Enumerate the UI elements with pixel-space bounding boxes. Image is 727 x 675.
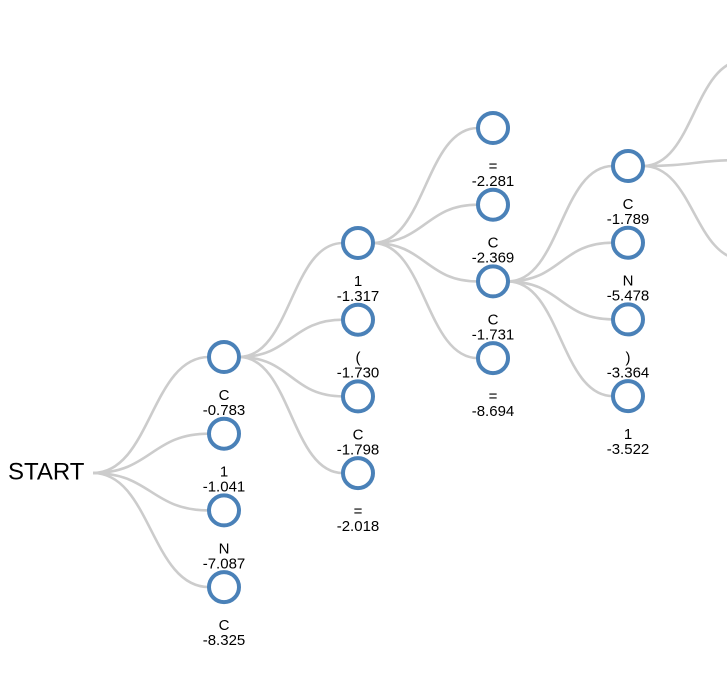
- tree-link: [238, 241, 344, 359]
- tree-link: [372, 241, 479, 360]
- node-score: -1.731: [472, 326, 515, 343]
- node-token: C: [623, 196, 634, 213]
- tree-link: [92, 471, 210, 589]
- node-circle[interactable]: [611, 149, 645, 183]
- tree-link: [92, 355, 210, 475]
- tree-link: [642, 159, 727, 168]
- node-score: -2.281: [472, 173, 515, 190]
- tree-link: [507, 280, 614, 398]
- tree-link: [372, 241, 479, 283]
- node-circle[interactable]: [611, 225, 645, 260]
- tree-link: [507, 241, 614, 283]
- node-token: C: [219, 387, 230, 404]
- tree-node[interactable]: =-2.281: [472, 111, 515, 190]
- node-circle[interactable]: [341, 456, 375, 491]
- node-circle[interactable]: [341, 302, 375, 337]
- tree-node[interactable]: C-8.325: [203, 570, 246, 649]
- node-score: -1.041: [203, 479, 246, 496]
- tree-link: [372, 126, 479, 245]
- tree-node[interactable]: 1-1.041: [203, 416, 246, 496]
- tree-link: [238, 355, 344, 475]
- tree-node[interactable]: (-1.730: [337, 302, 380, 382]
- node-score: -3.522: [607, 441, 650, 458]
- tree-link: [372, 203, 479, 245]
- node-token: =: [489, 158, 498, 175]
- tree-node[interactable]: C-1.789: [607, 149, 650, 228]
- node-token: 1: [354, 273, 362, 290]
- tree-nodes: C-0.7831-1.317=-2.281C-2.369C-1.731C-1.7…: [203, 111, 650, 649]
- node-circle[interactable]: [476, 111, 510, 145]
- node-score: -8.694: [472, 403, 515, 420]
- node-circle[interactable]: [207, 340, 241, 374]
- node-token: 1: [220, 464, 228, 481]
- node-token: C: [488, 235, 499, 252]
- tree-node[interactable]: =-2.018: [337, 456, 380, 535]
- tree-links: [92, 63, 727, 589]
- node-token: N: [219, 540, 230, 557]
- tree-link: [507, 280, 614, 321]
- node-circle[interactable]: [476, 187, 510, 222]
- tree-node[interactable]: C-1.798: [337, 379, 380, 458]
- node-token: C: [488, 311, 499, 328]
- tree-node[interactable]: C-2.369: [472, 187, 515, 267]
- node-circle[interactable]: [207, 416, 241, 451]
- node-token: C: [219, 617, 230, 634]
- tree-link: [642, 63, 727, 168]
- tree-link: [92, 471, 210, 512]
- tree-node[interactable]: C-1.731: [472, 264, 515, 343]
- node-circle[interactable]: [341, 226, 375, 260]
- node-token: =: [489, 388, 498, 405]
- tree-link: [642, 164, 727, 257]
- tree-node[interactable]: 1-1.317: [337, 226, 380, 305]
- tree-node[interactable]: 1-3.522: [607, 379, 650, 458]
- node-score: -1.317: [337, 288, 380, 305]
- node-token: ): [626, 349, 631, 366]
- tree-link: [507, 164, 614, 283]
- tree-node[interactable]: N-7.087: [203, 493, 246, 572]
- node-score: -7.087: [203, 555, 246, 572]
- tree-link: [92, 432, 210, 475]
- node-circle[interactable]: [341, 379, 375, 414]
- tree-node[interactable]: N-5.478: [607, 225, 650, 305]
- node-circle[interactable]: [476, 264, 510, 299]
- node-token: 1: [624, 426, 632, 443]
- tree-link: [238, 318, 344, 359]
- tree-node[interactable]: =-8.694: [472, 341, 515, 420]
- node-circle[interactable]: [611, 302, 645, 337]
- node-token: N: [623, 273, 634, 290]
- node-token: (: [356, 350, 361, 367]
- node-score: -2.018: [337, 518, 380, 535]
- node-score: -1.730: [337, 365, 380, 382]
- node-score: -1.789: [607, 211, 650, 228]
- tree-node[interactable]: C-0.783: [203, 340, 246, 419]
- node-score: -5.478: [607, 288, 650, 305]
- node-circle[interactable]: [611, 379, 645, 414]
- root-label: START: [8, 458, 85, 485]
- tree-link: [238, 355, 344, 398]
- node-circle[interactable]: [207, 570, 241, 605]
- node-score: -0.783: [203, 402, 246, 419]
- tree-node[interactable]: )-3.364: [607, 302, 650, 381]
- node-circle[interactable]: [207, 493, 241, 528]
- node-token: C: [353, 426, 364, 443]
- node-score: -3.364: [607, 364, 650, 381]
- node-score: -2.369: [472, 250, 515, 267]
- node-circle[interactable]: [476, 341, 510, 376]
- node-score: -1.798: [337, 441, 380, 458]
- node-token: =: [354, 503, 363, 520]
- node-score: -8.325: [203, 632, 246, 649]
